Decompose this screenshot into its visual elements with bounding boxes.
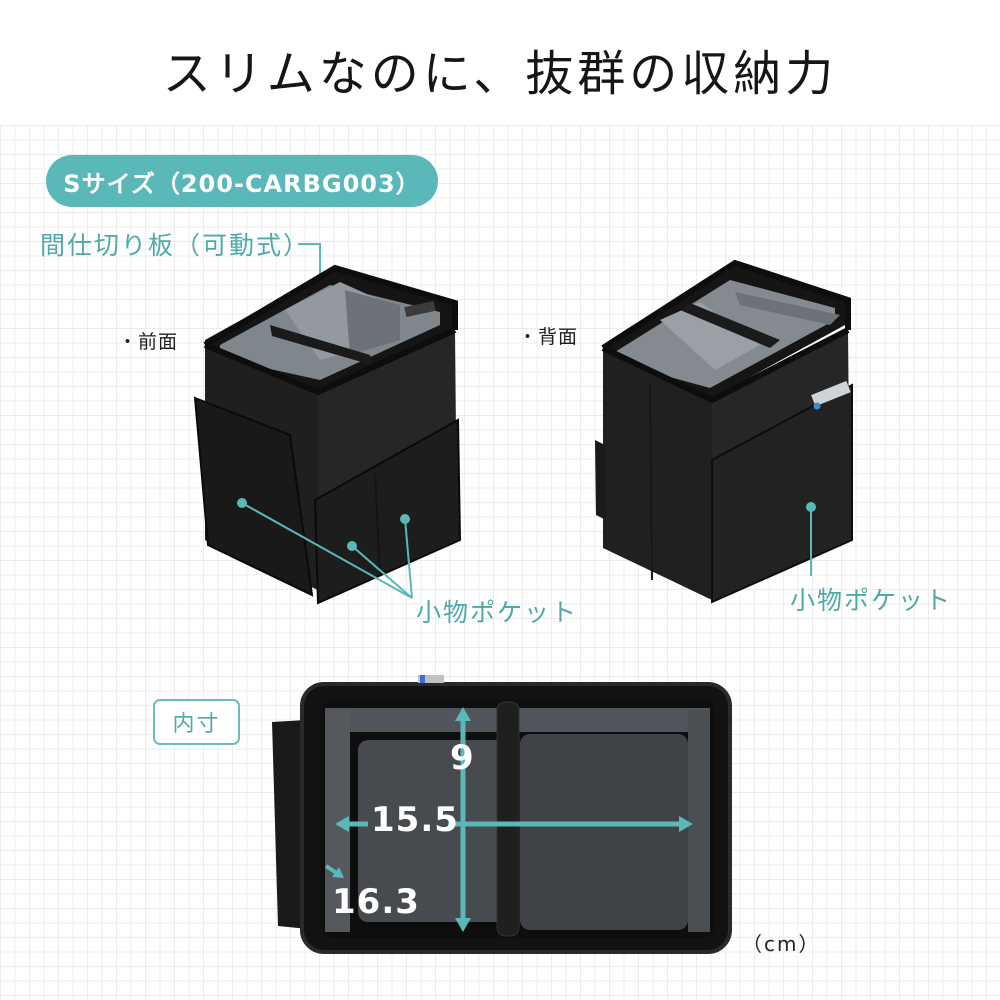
inner-dimensions-badge: 内寸 — [153, 699, 240, 745]
width-dimension-label: 15.5 — [371, 800, 459, 840]
back-view-label: ・背面 — [518, 326, 579, 348]
depth-dimension-label: 9 — [450, 738, 475, 778]
size-badge: Sサイズ（200-CARBG003） — [46, 155, 438, 207]
header-band: スリムなのに、抜群の収納力 — [0, 0, 1000, 125]
grid-background — [0, 125, 1000, 1000]
height-dimension-label: 16.3 — [332, 882, 420, 922]
front-view-label: ・前面 — [118, 331, 179, 353]
divider-callout-label: 間仕切り板（可動式） — [40, 231, 311, 260]
page-title: スリムなのに、抜群の収納力 — [162, 46, 838, 102]
front-pocket-callout-label: 小物ポケット — [416, 598, 579, 627]
unit-label: （cm） — [742, 932, 821, 956]
back-pocket-callout-label: 小物ポケット — [790, 586, 953, 615]
